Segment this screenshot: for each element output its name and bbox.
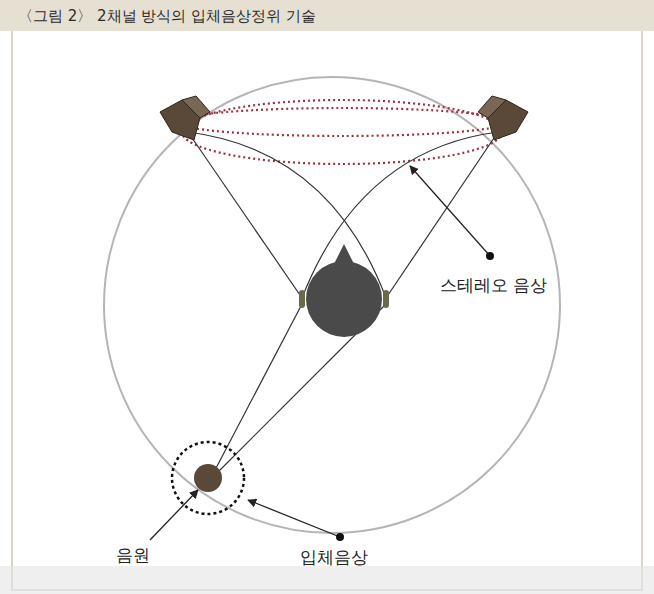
speaker-icon	[478, 96, 528, 140]
listening-circle	[104, 77, 560, 533]
sound-paths	[188, 132, 498, 476]
stereo-image	[182, 100, 502, 164]
speaker-icon	[160, 96, 210, 140]
leader-line	[150, 166, 490, 540]
stereo-image-label: 스테레오 음상	[440, 274, 547, 297]
title-band: 〈그림 2〉 2채널 방식의 입체음상정위 기술	[0, 0, 654, 31]
3d-image-zone	[172, 442, 244, 514]
3d-image-label: 입체음상	[300, 546, 368, 569]
panel-border	[12, 30, 642, 590]
listener-head	[299, 244, 389, 337]
sound-source	[194, 464, 222, 492]
bottom-band	[0, 566, 654, 594]
leader-dot	[486, 252, 494, 260]
source-label: 음원	[116, 544, 150, 567]
leader-dot	[336, 533, 344, 541]
figure-title: 〈그림 2〉 2채널 방식의 입체음상정위 기술	[18, 7, 316, 25]
stereo-image	[177, 108, 507, 136]
